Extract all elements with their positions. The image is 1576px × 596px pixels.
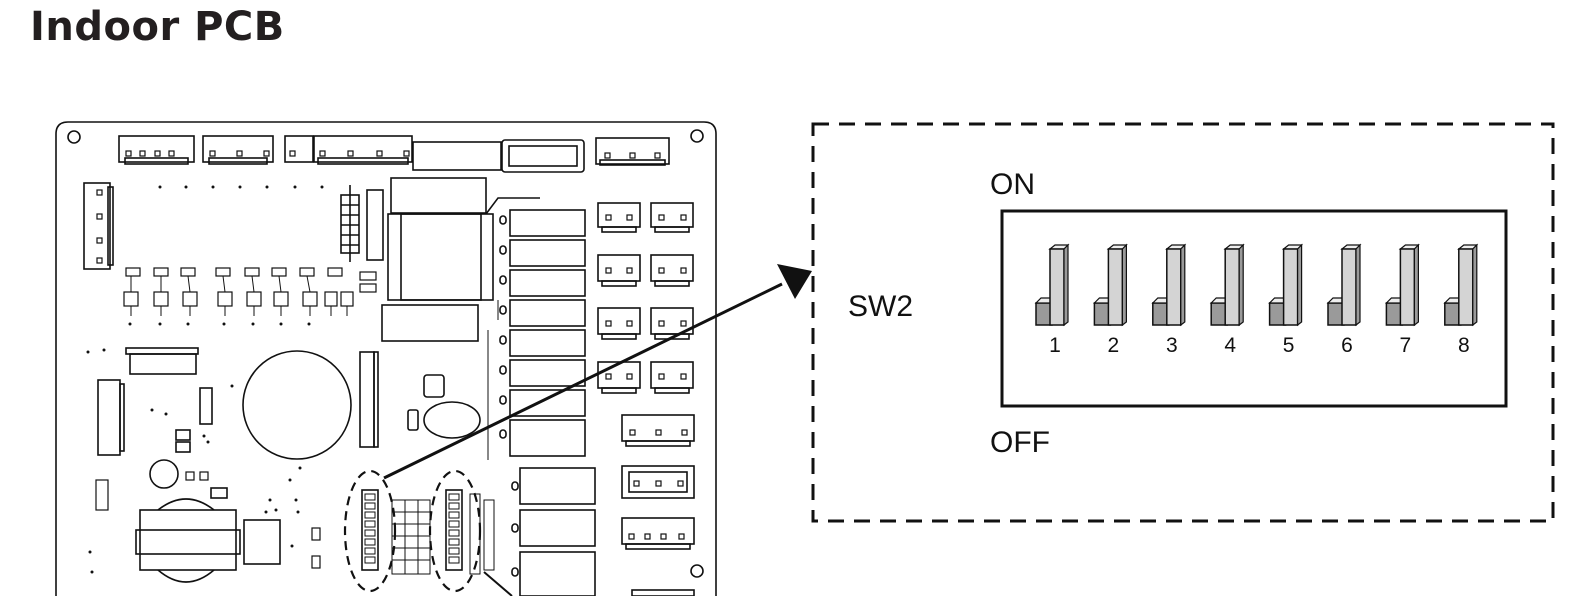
dip-switch-number: 7 xyxy=(1400,334,1412,357)
on-label: ON xyxy=(990,168,1035,201)
right-connectors xyxy=(597,202,695,596)
dip-switch-lever-side xyxy=(1296,243,1303,327)
dip-switch-lever xyxy=(1107,248,1124,326)
sw2-detail-panel: SW2 ON OFF 1 2 3 4 5 6 7 8 xyxy=(811,122,1555,523)
dip-switch-7: 7 xyxy=(1384,243,1420,357)
dip-switch-lever xyxy=(1282,248,1299,326)
dip-switch-lever-side xyxy=(1413,243,1420,327)
dip-switch-lever xyxy=(1166,248,1182,326)
dip-switch-lever xyxy=(1458,248,1474,326)
dip-switch-1: 1 xyxy=(1034,243,1070,357)
off-label: OFF xyxy=(990,426,1050,459)
dip-switch-number: 3 xyxy=(1166,334,1178,357)
pcb-board xyxy=(55,121,717,596)
dip-switch-lever xyxy=(1399,248,1416,326)
dip-switch-lever-side xyxy=(1180,243,1186,327)
switch-label: SW2 xyxy=(848,290,913,323)
callout-arrow xyxy=(383,264,812,480)
dip-switch-2: 2 xyxy=(1092,243,1128,357)
dip-switch-housing xyxy=(1000,209,1508,408)
page-title: Indoor PCB xyxy=(30,4,285,50)
dip-switch-lever-side xyxy=(1121,243,1128,327)
top-connectors xyxy=(118,135,670,173)
dip-switch-4: 4 xyxy=(1209,243,1245,357)
dip-switch-5: 5 xyxy=(1268,243,1304,357)
dip-switch-number: 2 xyxy=(1108,334,1120,357)
dip-switch-lever-side xyxy=(1472,243,1478,327)
dip-switch-8: 8 xyxy=(1443,243,1479,357)
dip-switch-lever xyxy=(1341,248,1357,326)
dip-switch-lever-side xyxy=(1238,243,1244,327)
pcb-dip-switch-banks xyxy=(343,469,513,596)
dip-switch-number: 8 xyxy=(1458,334,1470,357)
dip-switch-number: 5 xyxy=(1283,334,1295,357)
relay-row xyxy=(499,209,586,457)
dip-switch-lever xyxy=(1224,248,1240,326)
dip-switch-lever xyxy=(1049,248,1065,326)
dip-switch-number: 4 xyxy=(1224,334,1236,357)
dip-switch-3: 3 xyxy=(1151,243,1187,357)
dip-switch-lever-side xyxy=(1355,243,1361,327)
dip-switch-lever-side xyxy=(1063,243,1069,327)
dip-switch-number: 1 xyxy=(1049,334,1061,357)
dip-switch-number: 6 xyxy=(1341,334,1353,357)
dip-switch-6: 6 xyxy=(1326,243,1362,357)
